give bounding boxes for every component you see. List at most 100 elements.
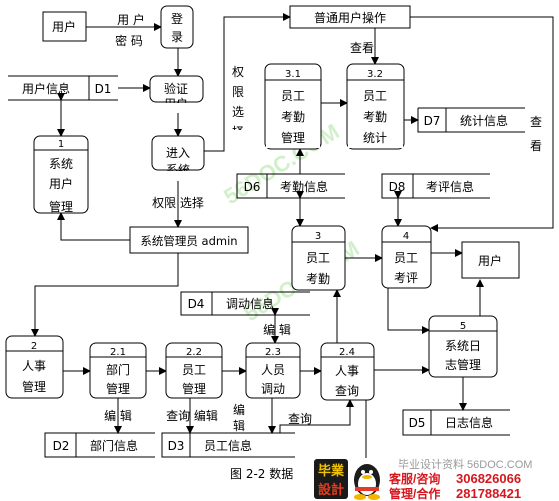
process-4-line1: 员工 (394, 251, 418, 265)
footer-manage-number: 281788421 (456, 486, 521, 501)
process-2-line1: 人事 (22, 359, 46, 373)
process-2-line2: 管理 (22, 379, 46, 394)
store-d1: 用户信息 D1 (8, 75, 118, 101)
store-d2: D2 部门信息 (44, 432, 155, 458)
process-3-1-line2: 考勤 (281, 110, 305, 124)
store-d5-name: 日志信息 (445, 415, 493, 430)
flow-labels: 用 户 密 码 权 限 选 择 查看 查 看 权限 选择 编 辑 编 辑 查询 … (104, 12, 542, 433)
label-edit-2-1: 编 辑 (104, 408, 132, 423)
external-entities: 用户 普通用户操作 系统管理员 admin 用户 (42, 5, 520, 279)
store-d8-id: D8 (389, 180, 406, 194)
user-output-label: 用户 (478, 253, 502, 268)
store-d2-id: D2 (53, 439, 70, 453)
label-edit-top: 编 辑 (263, 322, 291, 337)
store-d3-name: 员工信息 (204, 438, 252, 453)
store-d2-name: 部门信息 (90, 438, 138, 453)
process-3: 3 员工 考勤 (291, 225, 346, 291)
process-5: 5 系统日 志管理 (428, 315, 498, 378)
process-login: 登 录 (160, 5, 194, 49)
watermark-group: 56DOC.COM 56DOC.COM (219, 119, 363, 327)
label-query-edit: 查询 编辑 (166, 408, 218, 423)
process-2-3: 2.3 人员 调动 (245, 342, 301, 399)
process-5-line1: 系统日 (445, 339, 481, 353)
store-d7-id: D7 (424, 114, 441, 128)
user-output-entity (461, 241, 520, 279)
label-view-v1: 查 (530, 115, 542, 129)
process-2-id: 2 (31, 341, 37, 352)
process-verify-line1: 验证 (164, 81, 188, 96)
footer-service-number: 306826066 (456, 471, 521, 486)
store-d6-id: D6 (244, 180, 261, 194)
label-password: 密 码 (115, 33, 143, 48)
process-1: 1 系统 用户 管理 (33, 135, 89, 214)
logo: 毕業 設計 (314, 459, 348, 499)
process-3-2-line3: 统计 (363, 131, 387, 145)
normal-user-op-label: 普通用户操作 (314, 10, 386, 25)
process-1-line1: 系统 (49, 157, 73, 171)
process-2-3-line2: 调动 (261, 382, 285, 396)
footer-service-label: 客服/咨询 (388, 471, 440, 486)
logo-text-2: 設計 (318, 482, 344, 497)
process-1-line3: 管理 (49, 199, 73, 214)
process-1-line2: 用户 (49, 176, 73, 191)
footer-banner: 毕業 設計 毕业设计资料 56DOC.COM 客服/咨询 306826066 管… (312, 457, 532, 501)
process-4-id: 4 (403, 231, 409, 242)
process-2-3-line1: 人员 (261, 363, 285, 377)
process-2-2-line2: 管理 (182, 381, 206, 396)
process-3-1-line3: 管理 (281, 130, 305, 145)
store-d5: D5 日志信息 (402, 409, 510, 436)
process-4: 4 员工 考评 (381, 225, 432, 289)
process-4-line2: 考评 (394, 271, 418, 285)
store-d7-name: 统计信息 (460, 113, 508, 128)
process-2-1-line1: 部门 (106, 362, 130, 377)
process-3-1-id: 3.1 (285, 69, 301, 80)
footer-site: 毕业设计资料 56DOC.COM (398, 457, 532, 471)
user-entity (42, 11, 87, 42)
label-query: 查询 (288, 412, 312, 426)
store-d4-name: 调动信息 (226, 296, 274, 311)
store-d7: D7 统计信息 (417, 107, 525, 133)
normal-user-op-entity (289, 5, 411, 29)
process-2-2-line1: 员工 (182, 363, 206, 377)
process-2: 2 人事 管理 (5, 335, 64, 399)
admin-entity (129, 226, 249, 254)
process-3-2: 3.2 员工 考勤 统计 (346, 63, 405, 150)
process-3-1-line1: 员工 (281, 89, 305, 103)
store-d5-id: D5 (409, 416, 426, 430)
store-d4: D4 调动信息 (180, 291, 310, 316)
store-d6: D6 考勤信息 (236, 173, 345, 199)
process-2-2: 2.2 员工 管理 (165, 342, 223, 399)
store-d1-id: D1 (95, 82, 112, 96)
store-d8-name: 考评信息 (426, 179, 474, 194)
process-3-line1: 员工 (306, 251, 330, 265)
data-stores: 用户信息 D1 D7 统计信息 D6 考勤信息 D8 考评信息 (8, 75, 525, 458)
process-3-line2: 考勤 (306, 272, 330, 286)
process-2-4-line2: 查询 (335, 384, 359, 398)
footer-manage-label: 管理/合作 (389, 486, 440, 501)
process-3-2-line1: 员工 (363, 89, 387, 103)
store-d1-name: 用户信息 (22, 81, 70, 96)
process-login-line1: 登 (171, 11, 183, 26)
process-2-1-id: 2.1 (110, 347, 126, 358)
label-edit-v1: 编 (233, 402, 245, 417)
process-2-1-line2: 管理 (106, 381, 130, 396)
process-5-id: 5 (460, 321, 466, 332)
processes: 登 录 验证 用户 进入 系统 1 系统 用户 管理 (5, 5, 498, 401)
figure-caption: 图 2-2 数据 (230, 466, 293, 481)
label-perm-v2: 限 (232, 85, 244, 99)
admin-entity-label: 系统管理员 admin (140, 234, 237, 248)
process-3-2-line2: 考勤 (363, 110, 387, 124)
process-3-2-id: 3.2 (367, 69, 383, 80)
process-2-4-id: 2.4 (339, 347, 355, 358)
label-user: 用 户 (117, 12, 145, 27)
process-2-4-line1: 人事 (335, 364, 359, 378)
store-d8: D8 考评信息 (381, 173, 490, 199)
process-2-1: 2.1 部门 管理 (89, 342, 147, 399)
store-d4-id: D4 (188, 297, 205, 311)
label-view: 查看 (350, 41, 374, 55)
logo-text-1: 毕業 (318, 463, 345, 478)
qq-penguin-icon (354, 464, 380, 500)
process-5-line2: 志管理 (445, 357, 481, 372)
